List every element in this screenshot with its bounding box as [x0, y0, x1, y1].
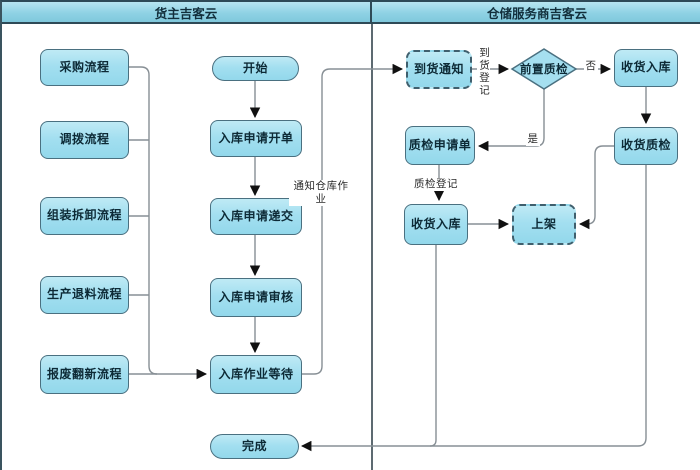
- edge-label-qc-register: 质检登记: [413, 178, 459, 191]
- node-arrival-notice: 到货通知: [406, 50, 472, 89]
- swimlane-header: 货主吉客云 仓储服务商吉客云: [2, 2, 700, 24]
- node-scrap-refurbish-flow: 报废翻新流程: [40, 355, 129, 394]
- edge-label-notify-warehouse: 通知仓库作业: [289, 180, 353, 206]
- node-procurement-flow: 采购流程: [40, 49, 129, 86]
- node-inbound-apply-create: 入库申请开单: [210, 120, 302, 157]
- node-finish: 完成: [210, 434, 299, 459]
- edge-label-yes: 是: [526, 133, 540, 146]
- node-inbound-apply-review: 入库申请审核: [210, 278, 302, 317]
- node-receive-inbound-top: 收货入库: [614, 49, 678, 87]
- edge-label-arrival-register: 到货登记: [477, 45, 490, 99]
- node-production-return-flow: 生产退料流程: [40, 276, 129, 314]
- node-inbound-apply-submit: 入库申请递交: [210, 198, 302, 235]
- lane-header-warehouse-provider: 仓储服务商吉客云: [372, 2, 700, 24]
- node-start: 开始: [212, 56, 299, 81]
- node-receive-qc: 收货质检: [614, 127, 678, 165]
- node-pre-qc-decision: 前置质检: [520, 62, 568, 76]
- node-inbound-work-wait: 入库作业等待: [210, 355, 302, 394]
- node-assembly-disassembly-flow: 组装拆卸流程: [40, 197, 129, 235]
- edge-label-no: 否: [584, 60, 598, 73]
- lane-divider: [371, 24, 373, 470]
- pre-qc-diamond-shape: [510, 48, 578, 90]
- node-receive-inbound-mid: 收货入库: [404, 204, 468, 245]
- node-shelving: 上架: [512, 204, 576, 245]
- node-qc-request-form: 质检申请单: [405, 126, 475, 165]
- lane-header-owner: 货主吉客云: [2, 2, 372, 24]
- node-transfer-flow: 调拨流程: [40, 121, 129, 159]
